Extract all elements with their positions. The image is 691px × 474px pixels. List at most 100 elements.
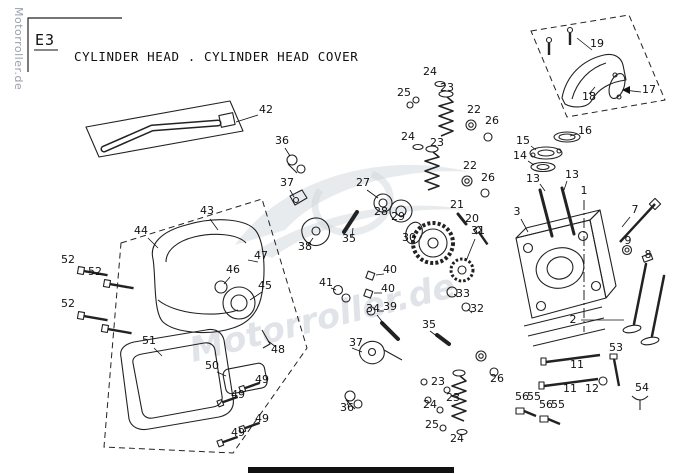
part-keeper-25a [412, 96, 420, 104]
part-nut-40b [363, 288, 374, 299]
parts-bottom-right [515, 353, 649, 426]
part-label-31: 31 [471, 224, 485, 237]
part-label-18: 18 [582, 90, 596, 103]
part-label-30: 30 [402, 231, 416, 244]
part-oring-46 [214, 280, 228, 294]
part-cylinder-head-3 [515, 209, 617, 347]
part-label-49: 49 [231, 426, 245, 439]
part-label-50: 50 [205, 359, 219, 372]
parts-mid-hardware [332, 270, 471, 341]
part-valve-spring-23a [438, 96, 454, 137]
part-intake-manifold-18 [545, 26, 627, 108]
part-rocker-arm-38 [301, 217, 331, 247]
parts-right-side [619, 197, 666, 346]
watermark-side-text: Motorroller.de [12, 7, 25, 90]
part-label-36: 36 [340, 401, 354, 414]
part-washer-12 [598, 376, 608, 386]
part-gasket-16 [553, 131, 581, 143]
part-rocker-shaft-35-top [342, 210, 359, 234]
part-label-16: 16 [578, 124, 592, 137]
part-label-24: 24 [401, 130, 415, 143]
parts-rocker-hardware-bottom [344, 333, 451, 410]
part-label-35: 35 [342, 232, 356, 245]
part-gear-31 [449, 257, 475, 283]
part-label-3: 3 [514, 205, 521, 218]
part-seat-26a [483, 132, 493, 142]
part-port-cap-45 [222, 286, 256, 320]
part-label-34: 34 [366, 302, 380, 315]
part-label-13: 13 [565, 168, 579, 181]
part-41 [332, 284, 344, 296]
page-bottom-bar [248, 467, 454, 473]
part-cam-sprocket-30 [411, 221, 455, 265]
part-label-24: 24 [450, 432, 464, 445]
watermark-logo-icon [235, 164, 470, 258]
part-label-23: 23 [430, 136, 444, 149]
part-label-22: 22 [467, 103, 481, 116]
part-label-46: 46 [226, 263, 240, 276]
part-nut-8 [641, 252, 654, 263]
part-label-26: 26 [481, 171, 495, 184]
part-label-15: 15 [516, 134, 530, 147]
part-33 [446, 286, 458, 298]
part-label-24: 24 [423, 65, 437, 78]
part-label-26: 26 [485, 114, 499, 127]
part-label-52: 52 [61, 253, 75, 266]
part-label-25: 25 [397, 86, 411, 99]
part-retainer-24b [412, 143, 424, 151]
part-label-29: 29 [391, 210, 405, 223]
part-label-44: 44 [134, 224, 148, 237]
part-label-33: 33 [456, 287, 470, 300]
part-37-top [289, 189, 308, 206]
part-label-51: 51 [142, 334, 156, 347]
part-cylinder-head-cover-44 [151, 219, 271, 349]
part-bolt-53 [612, 358, 621, 387]
part-label-40: 40 [383, 263, 397, 276]
page-title: CYLINDER HEAD . CYLINDER HEAD COVER [74, 49, 358, 64]
part-label-32: 32 [470, 302, 484, 315]
part-label-24: 24 [423, 398, 437, 411]
part-label-19: 19 [590, 37, 604, 50]
part-label-1: 1 [581, 184, 588, 197]
part-plate-50 [222, 362, 268, 395]
part-nut-40a [365, 270, 376, 281]
part-label-20: 20 [465, 212, 479, 225]
part-label-13: 13 [526, 172, 540, 185]
part-label-49: 49 [255, 373, 269, 386]
part-valve-spring-23b [424, 151, 440, 191]
part-label-11: 11 [570, 358, 584, 371]
part-label-53: 53 [609, 341, 623, 354]
parts-bolts-49 [216, 381, 261, 448]
part-valve-2b [650, 274, 666, 338]
part-rocker-hardware-top [286, 154, 359, 247]
part-insulator-15 [529, 146, 563, 160]
parts-gaskets-right [529, 131, 581, 173]
part-label-52: 52 [88, 265, 102, 278]
part-36-bottom [344, 390, 356, 402]
part-label-2: 2 [570, 313, 577, 326]
part-bolt-7 [619, 203, 656, 243]
part-label-22: 22 [463, 159, 477, 172]
parts-bolts-52 [76, 266, 134, 335]
part-bracket-54 [631, 395, 649, 410]
part-bolt-11b [543, 377, 599, 388]
part-bolt-11a [545, 353, 601, 364]
part-label-23: 23 [431, 375, 445, 388]
part-label-55: 55 [527, 390, 541, 403]
part-label-45: 45 [258, 279, 272, 292]
part-label-35: 35 [422, 318, 436, 331]
part-label-8: 8 [645, 248, 652, 261]
part-shaft-34 [380, 321, 400, 341]
part-rocker-arm-37-bottom [359, 340, 385, 365]
part-label-37: 37 [280, 176, 294, 189]
part-stud-13b [560, 186, 576, 236]
part-label-27: 27 [356, 176, 370, 189]
part-camshaft-27 [373, 193, 455, 265]
part-label-47: 47 [254, 249, 268, 262]
part-36-top [286, 154, 298, 166]
part-seat-26c [489, 367, 499, 377]
part-label-39: 39 [383, 300, 397, 313]
part-label-55: 55 [551, 398, 565, 411]
part-stud-13a [538, 188, 554, 238]
part-label-41: 41 [319, 276, 333, 289]
